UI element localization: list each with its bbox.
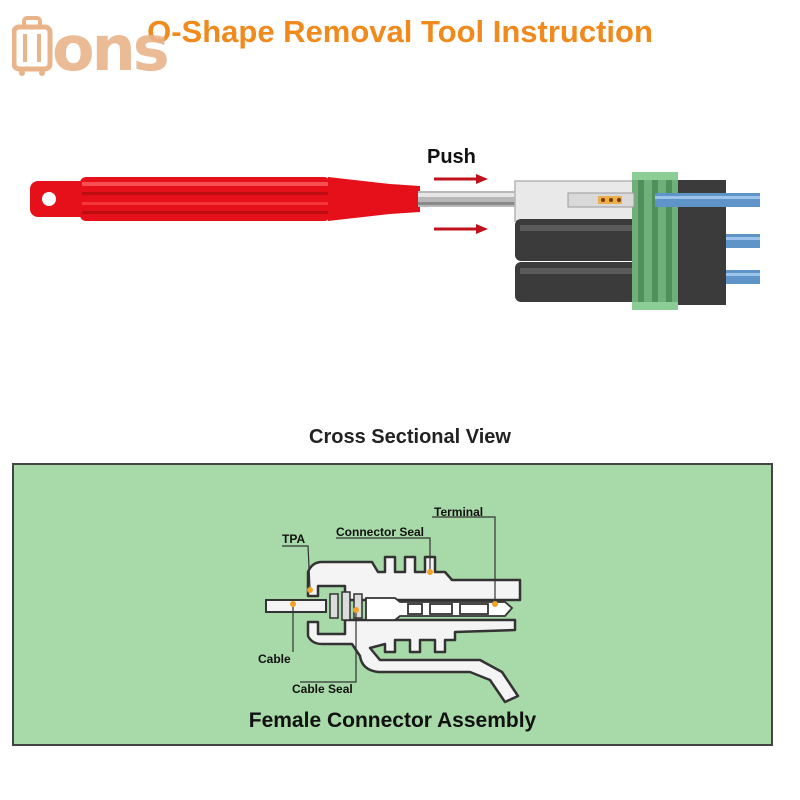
label-terminal: Terminal <box>434 505 484 519</box>
tpa-dot <box>307 587 313 593</box>
label-connector-seal: Connector Seal <box>336 525 425 539</box>
cable-dot <box>290 601 296 607</box>
section-title: Cross Sectional View <box>309 426 511 448</box>
label-tpa: TPA <box>282 532 306 546</box>
terminal-part <box>365 597 514 621</box>
cable-seal-leader <box>300 610 357 683</box>
push-arrow-top <box>434 174 488 184</box>
cable-seal <box>329 591 363 621</box>
panel-caption: Female Connector Assembly <box>248 709 537 732</box>
cable <box>265 599 327 613</box>
terminal-dot <box>492 601 498 607</box>
luggage-logo-icon <box>12 16 53 76</box>
push-label: Push <box>427 146 476 168</box>
page-title: O-Shape Removal Tool Instruction <box>147 14 653 49</box>
push-arrow-bottom <box>434 224 488 234</box>
connector-outline <box>306 555 522 704</box>
label-cable-seal: Cable Seal <box>292 682 353 696</box>
removal-tool-handle <box>30 177 420 221</box>
tpa-leader <box>282 545 311 589</box>
connector-seal-leader <box>336 537 431 570</box>
terminal-inside <box>567 192 635 208</box>
connector-seal-dot <box>427 569 433 575</box>
cable-seal-dot <box>353 607 359 613</box>
tool-illustration <box>30 172 760 310</box>
blue-wires <box>655 193 760 284</box>
terminal-leader <box>432 516 496 602</box>
label-cable: Cable <box>258 652 291 666</box>
logo-text: ons <box>52 12 170 85</box>
